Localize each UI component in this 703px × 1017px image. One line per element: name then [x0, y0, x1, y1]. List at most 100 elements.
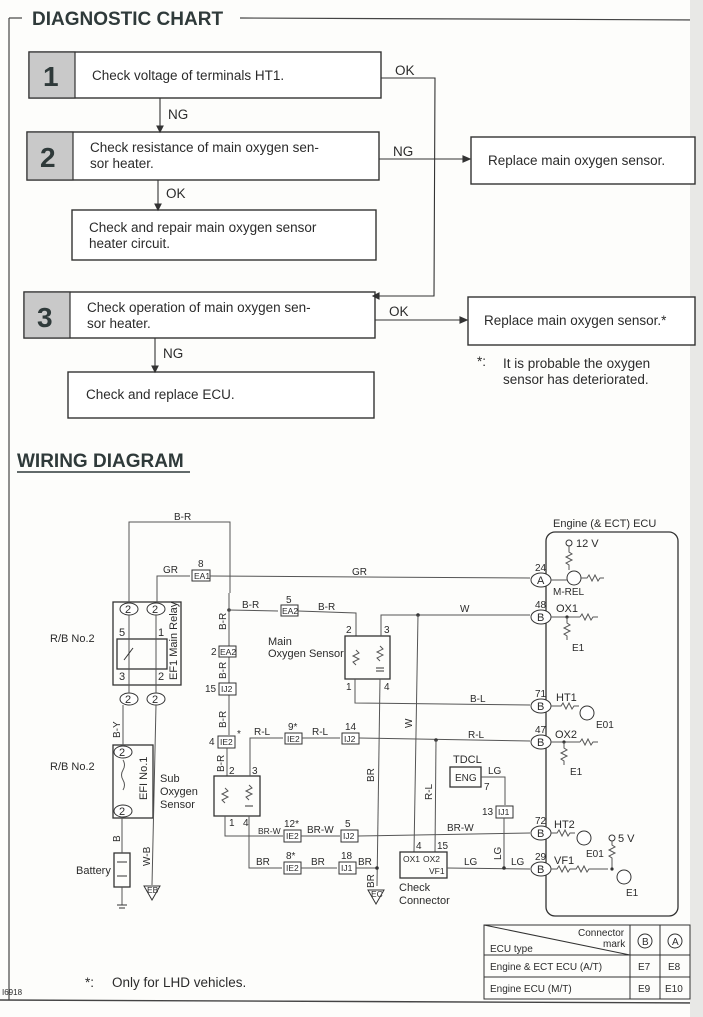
wire-segment [616, 869, 632, 885]
diagram-label: E01 [596, 720, 614, 731]
diagram-label: LG [464, 857, 478, 868]
diagram-label: B-R [242, 600, 259, 611]
table-row: Engine ECU (M/T) E9 E10 [490, 984, 683, 995]
diagram-label: IE2 [286, 831, 299, 841]
diagram-label: 5 [286, 595, 292, 606]
diagram-label: E1 [626, 888, 639, 899]
wire-segment [112, 744, 154, 819]
action-repair-circuit[interactable]: Check and repair main oxygen sensor heat… [71, 209, 377, 261]
step-1[interactable]: 1 Check voltage of terminals HT1. [28, 51, 382, 99]
step-text-line1: Check operation of main oxygen sen- [87, 300, 311, 315]
diagram-label: 24 [535, 563, 547, 574]
wiring-footnote-mark: *: [85, 975, 94, 990]
diagram-label: 2 [125, 604, 131, 616]
diagram-label: E7 [638, 962, 651, 973]
diagram-label: IJ2 [344, 734, 356, 744]
action-replace-sensor-ok[interactable]: Replace main oxygen sensor.* [467, 296, 696, 346]
wire-segment [228, 609, 279, 612]
wire-segment [23, 291, 376, 339]
ecu-terminal-48: B 48 [530, 600, 552, 625]
wire-segment [581, 573, 604, 583]
connector-table: Connector mark ECU type B A Engine & ECT… [483, 924, 691, 1000]
diagram-label: B-L [470, 694, 486, 705]
diagram-label: TDCL [453, 754, 482, 766]
action-text-line1: Check and repair main oxygen sensor [89, 220, 317, 235]
diagram-label: 1 [229, 818, 235, 829]
wire-segment [249, 737, 283, 776]
diagram-label: IE2 [220, 737, 233, 747]
diagram-label: 4 [384, 682, 390, 693]
diagram-label: 8 [198, 559, 204, 570]
wire-segment [459, 316, 469, 324]
diagram-label: EA2 [282, 606, 298, 616]
rb-no2-label-2: R/B No.2 [50, 761, 95, 773]
action-replace-sensor-ng[interactable]: Replace main oxygen sensor. [470, 136, 696, 185]
wire-segment [467, 296, 696, 346]
diagram-label: M-REL [553, 587, 585, 598]
wire-segment [551, 828, 575, 838]
table-row: Engine & ECT ECU (A/T) E7 E8 [490, 962, 681, 973]
diagram-label: 2 [125, 694, 131, 706]
footnote-line2: sensor has deteriorated. [503, 372, 649, 387]
wire-segment [483, 924, 631, 956]
wire-segment [128, 521, 231, 603]
diagram-label: R-L [424, 783, 435, 800]
connector-ea2 [280, 604, 299, 617]
diagram-label: IE2 [287, 734, 300, 744]
wire-segment [113, 852, 131, 888]
diagram-label: BR [366, 768, 377, 782]
diagram-label: BR [366, 874, 377, 888]
diagram-label: HT1 [556, 692, 577, 704]
diagram-label: Engine & ECT ECU (A/T) [490, 962, 602, 973]
diagram-label: Engine ECU (M/T) [490, 984, 572, 995]
diagram-label: * [237, 729, 241, 740]
diagnostic-chart-title: DIAGNOSTIC CHART [32, 9, 223, 30]
wire-segment [551, 701, 579, 711]
ecu-terminal-29: B 29 [530, 852, 552, 877]
efi-main-relay-block: 2 2 2 2 5 1 3 2 EF1 Main Relay [112, 601, 182, 706]
action-text: Check and replace ECU. [86, 387, 235, 402]
diagram-label: 1 [346, 682, 352, 693]
relay-label: EF1 Main Relay [168, 601, 180, 680]
footnote-mark: *: [477, 354, 486, 369]
diagram-label: E01 [586, 849, 604, 860]
diagram-label: OX2 [423, 854, 440, 864]
wire-segment [562, 617, 572, 640]
diagram-label: 3 [384, 625, 390, 636]
wire-segment [244, 784, 254, 801]
wiring-footnote: Only for LHD vehicles. [112, 975, 246, 990]
step-number-box [28, 51, 76, 99]
diagram-label: 9* [288, 722, 298, 733]
step-number: 2 [40, 142, 56, 173]
wire-segment [375, 645, 385, 662]
diagram-label: HT2 [554, 819, 575, 831]
wire-segment [483, 924, 691, 1000]
engine-ecu: Engine (& ECT) ECU A 24 B 48 B 71 B 47 B… [530, 518, 679, 917]
flow-label-ok: OK [166, 186, 186, 201]
ecu-terminal-71: B 71 [530, 689, 552, 714]
wire-segment [156, 125, 164, 134]
wire-segment [123, 647, 134, 661]
diagram-label: A [537, 575, 545, 587]
diagram-label: VF1 [429, 866, 445, 876]
diagram-label: EA2 [220, 647, 236, 657]
diagram-label: 3 [119, 671, 125, 683]
wire-segment [607, 841, 617, 869]
step-3[interactable]: 3 Check operation of main oxygen sen- so… [23, 291, 376, 339]
wire-segment [209, 575, 531, 579]
action-replace-ecu[interactable]: Check and replace ECU. [67, 371, 375, 419]
flow-label-ok: OK [395, 63, 415, 78]
diagram-label: GR [352, 567, 367, 578]
wire-segment [446, 867, 531, 870]
diagram-label: R-L [468, 730, 485, 741]
wire-segment [154, 203, 162, 212]
wire-segment [434, 739, 437, 853]
diagram-label: E10 [665, 984, 683, 995]
wire-segment [354, 679, 531, 706]
wire-segment [579, 612, 598, 622]
diagram-label: B [537, 737, 544, 749]
step-2[interactable]: 2 Check resistance of main oxygen sen- s… [26, 131, 380, 181]
wire-segment [376, 678, 381, 887]
main-oxygen-sensor-label-1: Main [268, 636, 292, 648]
